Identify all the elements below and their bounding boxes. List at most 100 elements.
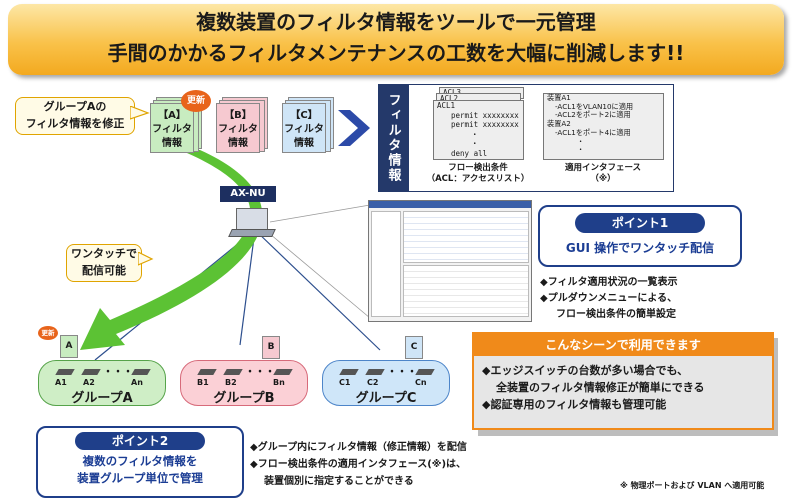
acl-caption: フロー検出条件 （ACL：アクセスリスト） <box>419 163 537 185</box>
switch-label: A2 <box>83 378 95 387</box>
filter-doc-b: 【B】 フィルタ 情報 <box>216 103 260 153</box>
group-c-doc: C <box>405 336 423 359</box>
doc-b-text-1: フィルタ <box>218 124 258 135</box>
scenes-body: ◆エッジスイッチの台数が多い場合でも、 全装置のフィルタ情報修正が簡単にできる … <box>474 356 772 428</box>
gui-table-pane <box>403 211 529 263</box>
filter-doc-a: 【A】 フィルタ 情報 <box>150 103 194 153</box>
point2-head: ポイント2 <box>75 432 205 450</box>
callout-modify-group-a: グループAの フィルタ情報を修正 <box>15 97 135 135</box>
acl-line-5: deny all <box>451 148 488 158</box>
gui-detail-pane <box>403 265 529 317</box>
switch-icon <box>131 369 151 375</box>
group-b-name: グループB <box>213 391 275 406</box>
apply-sheet: 装置A1 -ACL1をVLAN10に適用 -ACL2をポート2に適用 装置A2 … <box>543 93 664 160</box>
switch-label: B1 <box>197 378 209 387</box>
title-banner: 複数装置のフィルタ情報をツールで一元管理 手間のかかるフィルタメンテナンスの工数… <box>8 4 784 75</box>
callout-onetouch-pointer <box>138 252 154 266</box>
group-b: ・・・ B1 B2 Bn グループB <box>180 360 308 406</box>
callout-modify-line-2: フィルタ情報を修正 <box>25 117 125 130</box>
update-badge: 更新 <box>181 90 211 112</box>
gui-leader-bottom <box>269 233 371 319</box>
acl-line-3: ・ <box>471 129 479 139</box>
switch-dots: ・・・ <box>387 367 417 378</box>
point1-head: ポイント1 <box>575 213 705 233</box>
switch-label: Bn <box>273 378 285 387</box>
point1-bullet-3: フロー検出条件の簡単設定 <box>556 309 676 320</box>
group-c: ・・・ C1 C2 Cn グループC <box>322 360 450 406</box>
apply-line-5: -ACL1をポート4に適用 <box>555 127 631 137</box>
update-badge-small: 更新 <box>38 326 58 340</box>
scene-item-1: ◆エッジスイッチの台数が多い場合でも、 <box>482 364 689 377</box>
pc-keyboard-icon <box>228 229 276 237</box>
switch-icon <box>55 369 75 375</box>
switch-dots: ・・・ <box>245 367 275 378</box>
acl1-sheet: ACL1 permit xxxxxxxx permit xxxxxxxx ・ ・… <box>433 100 524 160</box>
scenes-box: こんなシーンで利用できます ◆エッジスイッチの台数が多い場合でも、 全装置のフィ… <box>472 332 774 430</box>
doc-a-label: 【A】 <box>158 110 186 121</box>
title-line-1: 複数装置のフィルタ情報をツールで一元管理 <box>196 10 596 34</box>
doc-c-text-1: フィルタ <box>284 124 324 135</box>
group-c-name: グループC <box>355 391 417 406</box>
link-to-group-c <box>254 229 381 351</box>
point1-bullet-2: ◆プルダウンメニューによる、 <box>540 293 678 304</box>
apply-line-1: 装置A1 <box>547 93 571 102</box>
apply-line-2: -ACL1をVLAN10に適用 <box>555 101 634 111</box>
acl1-title: ACL1 <box>437 101 456 110</box>
apply-caption: 適用インタフェース （※） <box>543 163 663 185</box>
gui-tree-pane <box>371 211 401 317</box>
acl-caption-1: フロー検出条件 <box>448 163 508 173</box>
pc-monitor-icon <box>236 208 268 230</box>
scenes-head: こんなシーンで利用できます <box>474 334 772 356</box>
point2-bullet-2: ◆フロー検出条件の適用インタフェース(※)は、 <box>250 459 467 470</box>
gui-screenshot <box>368 200 532 322</box>
switch-label: Cn <box>415 378 427 387</box>
filter-doc-c: 【C】 フィルタ 情報 <box>282 103 326 153</box>
gui-titlebar <box>369 201 531 208</box>
apply-line-6: ・ <box>577 136 585 146</box>
switch-label: B2 <box>225 378 237 387</box>
point1-bullet-1: ◆フィルタ適用状況の一覧表示 <box>540 277 678 288</box>
switch-icon <box>197 369 217 375</box>
doc-c-text-2: 情報 <box>294 138 314 149</box>
switch-label: C2 <box>367 378 379 387</box>
point2-bullet-3: 装置個別に指定することができる <box>264 476 414 487</box>
apply-line-4: 装置A2 <box>547 119 571 129</box>
doc-c-label: 【C】 <box>290 110 318 121</box>
callout-pointer <box>130 106 150 120</box>
doc-a-text-2: 情報 <box>162 138 182 149</box>
switch-label: C1 <box>339 378 351 387</box>
callout-onetouch: ワンタッチで 配信可能 <box>66 244 142 282</box>
gui-leader-top <box>269 204 371 223</box>
device-name-label: AX-NU <box>220 186 276 202</box>
callout-onetouch-line-1: ワンタッチで <box>71 247 137 260</box>
switch-icon <box>415 369 435 375</box>
doc-b-text-2: 情報 <box>228 138 248 149</box>
distribution-arrow <box>80 150 263 350</box>
chevron-right-icon <box>338 110 370 146</box>
switch-dots: ・・・ <box>103 367 133 378</box>
apply-line-7: ・ <box>577 145 585 155</box>
group-b-doc: B <box>262 336 280 359</box>
acl-line-4: ・ <box>471 139 479 148</box>
switch-icon <box>223 369 243 375</box>
group-a: ・・・ A1 A2 An グループA <box>38 360 166 406</box>
apply-caption-1: 適用インタフェース <box>564 163 642 173</box>
group-a-name: グループA <box>71 391 133 406</box>
point1-box: ポイント1 GUI 操作でワンタッチ配信 <box>538 205 742 267</box>
acl-line-2: permit xxxxxxxx <box>451 120 519 129</box>
filter-info-panel: ACL3 ACL2 ACL1 permit xxxxxxxx permit xx… <box>408 84 674 192</box>
point1-body: GUI 操作でワンタッチ配信 <box>565 241 715 255</box>
switch-label: An <box>131 378 143 387</box>
scene-item-3: ◆認証専用のフィルタ情報も管理可能 <box>482 398 667 411</box>
callout-onetouch-line-2: 配信可能 <box>82 264 126 277</box>
doc-a-text-1: フィルタ <box>152 124 192 135</box>
point2-bullet-1: ◆グループ内にフィルタ情報（修正情報）を配信 <box>250 442 467 453</box>
switch-icon <box>81 369 101 375</box>
footnote: ※ 物理ポートおよび VLAN へ適用可能 <box>620 481 765 490</box>
switch-icon <box>273 369 293 375</box>
apply-line-3: -ACL2をポート2に適用 <box>555 110 631 120</box>
switch-icon <box>339 369 359 375</box>
acl-line-1: permit xxxxxxxx <box>451 110 519 120</box>
callout-modify-line-1: グループAの <box>43 100 107 113</box>
